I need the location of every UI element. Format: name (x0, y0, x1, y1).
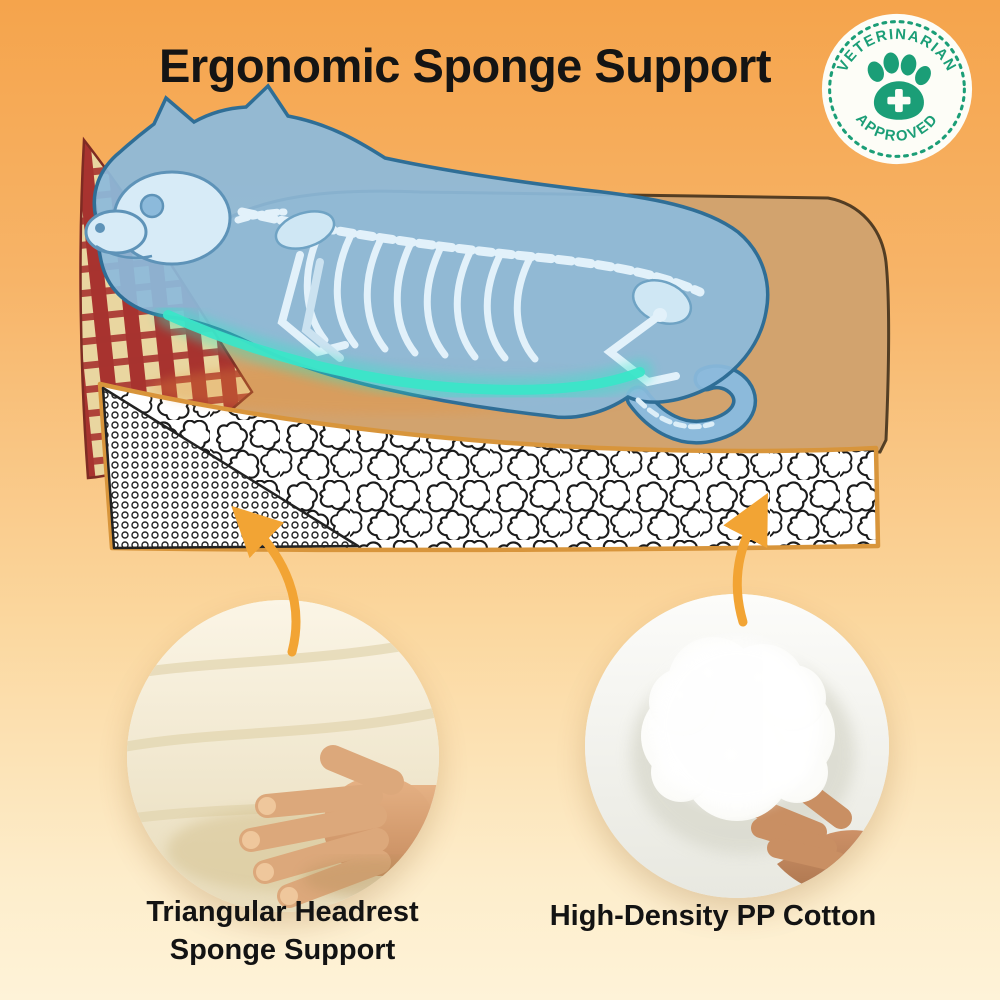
badge-dashed-ring (828, 20, 966, 158)
cross-icon (887, 89, 911, 113)
hand-holding-cotton-photo (585, 594, 889, 898)
foam-feature-label: Triangular Headrest Sponge Support (146, 896, 419, 967)
sponge-cross-section (97, 381, 881, 553)
paw-icon (867, 52, 931, 120)
vet-approved-badge: VETERINARIAN APPROVED (820, 12, 974, 166)
page-title: Ergonomic Sponge Support (158, 39, 772, 92)
skeleton-bones (84, 170, 715, 430)
hand-pressing-foam-photo (127, 600, 439, 912)
dotted-sponge-wedge (101, 386, 360, 550)
cotton-photo-circle (585, 594, 889, 898)
cat-skeleton (84, 83, 770, 445)
bed-base (88, 189, 891, 454)
cat-body (92, 83, 770, 420)
fingertips (242, 797, 298, 905)
foam-photo-circle (127, 600, 439, 912)
vet-approved-badge-art: VETERINARIAN APPROVED (821, 13, 973, 165)
cotton-feature-label: High-Density PP Cotton (549, 900, 877, 932)
pressure-blush (150, 362, 650, 414)
checkered-headrest (79, 136, 254, 480)
support-glow-line (155, 302, 653, 403)
cotton-highlight (653, 640, 821, 808)
